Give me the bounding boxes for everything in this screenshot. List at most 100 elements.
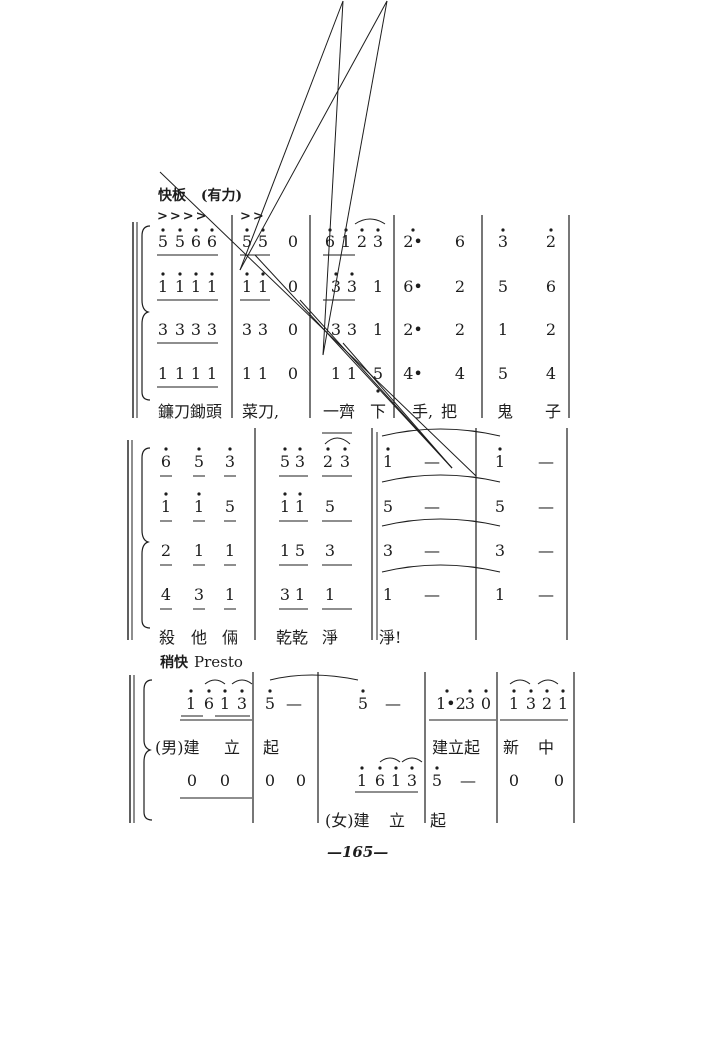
note: 3: [193, 585, 205, 604]
lyric: 鐮刀鋤頭: [158, 402, 223, 421]
tempo-text: 快板: [158, 188, 186, 204]
accent-marks-2: >>: [240, 209, 266, 224]
note: 1: [279, 541, 291, 560]
note: 5: [157, 232, 169, 251]
note: 0: [287, 320, 299, 339]
note: 1: [557, 694, 569, 713]
note: —: [424, 541, 440, 560]
note: 2: [160, 541, 172, 560]
note: 1: [206, 364, 218, 383]
accent-marks-1: >>>>: [157, 209, 209, 224]
note: 3: [525, 694, 537, 713]
note: 5: [372, 364, 384, 383]
lyric: 淨!: [379, 628, 402, 647]
lyric: 殺: [159, 628, 176, 647]
note: 5: [324, 497, 336, 516]
lyric: 倆: [222, 628, 239, 647]
note: —: [385, 694, 401, 713]
note: 1: [294, 585, 306, 604]
note: 3: [257, 320, 269, 339]
note: 4: [160, 585, 172, 604]
note: 3: [206, 320, 218, 339]
note: 1: [356, 771, 368, 790]
note: 1: [294, 497, 306, 516]
note: 3: [494, 541, 506, 560]
note: 6: [203, 694, 215, 713]
note: 1: [382, 585, 394, 604]
note: —: [286, 694, 302, 713]
note: 4•: [403, 364, 423, 383]
note: 6: [545, 277, 557, 296]
note: 3: [241, 320, 253, 339]
note: 4: [454, 364, 466, 383]
note: 3: [330, 277, 342, 296]
lyric: 起: [263, 738, 280, 757]
note: 4: [545, 364, 557, 383]
lyric: 鬼: [497, 402, 514, 421]
note: 3: [294, 452, 306, 471]
note: 5: [382, 497, 394, 516]
note: 1: [330, 364, 342, 383]
lyric: 建立起: [432, 738, 481, 757]
note: 1: [346, 364, 358, 383]
note: —: [424, 497, 440, 516]
note: 1: [257, 277, 269, 296]
tempo-latin: Presto: [194, 653, 243, 671]
page-number: —165—: [327, 843, 389, 861]
note: 1: [279, 497, 291, 516]
note: —: [538, 541, 554, 560]
lyric: 淨: [322, 628, 339, 647]
note: 2: [356, 232, 368, 251]
tempo-marking-1: 快板 (有力): [158, 185, 242, 205]
note: —: [424, 585, 440, 604]
lyric: 立: [224, 738, 241, 757]
note: 0: [186, 771, 198, 790]
note: 1: [206, 277, 218, 296]
note: 5: [241, 232, 253, 251]
lyric: 立: [389, 811, 406, 830]
note: 6: [190, 232, 202, 251]
note: 3: [339, 452, 351, 471]
note: 3: [382, 541, 394, 560]
note: 1: [390, 771, 402, 790]
note: 1: [219, 694, 231, 713]
note: 2: [545, 232, 557, 251]
note: 2: [541, 694, 553, 713]
note: —: [538, 497, 554, 516]
note: 3: [236, 694, 248, 713]
note: 1: [508, 694, 520, 713]
note: 3: [464, 694, 476, 713]
note: 1: [257, 364, 269, 383]
note: 3: [224, 452, 236, 471]
note: 2: [454, 320, 466, 339]
note: 3: [190, 320, 202, 339]
note: 1: [193, 541, 205, 560]
lyric: 新: [503, 738, 520, 757]
note: 1: [241, 277, 253, 296]
note: 6: [374, 771, 386, 790]
note: 1: [193, 497, 205, 516]
note: 6: [454, 232, 466, 251]
note: 0: [287, 364, 299, 383]
note: 3: [406, 771, 418, 790]
note: 1: [324, 585, 336, 604]
note: 0: [287, 232, 299, 251]
note: 2: [322, 452, 334, 471]
note: 1: [494, 585, 506, 604]
note: 0: [295, 771, 307, 790]
note: 2: [454, 277, 466, 296]
note: 0: [219, 771, 231, 790]
note: 0: [553, 771, 565, 790]
note: 1: [174, 277, 186, 296]
note: 1: [185, 694, 197, 713]
lyric: 菜刀,: [242, 402, 280, 421]
note: 5: [257, 232, 269, 251]
note: 5: [497, 364, 509, 383]
note: 5: [294, 541, 306, 560]
note: 3: [157, 320, 169, 339]
note: 5: [224, 497, 236, 516]
note: 1: [160, 497, 172, 516]
note: 0: [264, 771, 276, 790]
note: 6: [324, 232, 336, 251]
